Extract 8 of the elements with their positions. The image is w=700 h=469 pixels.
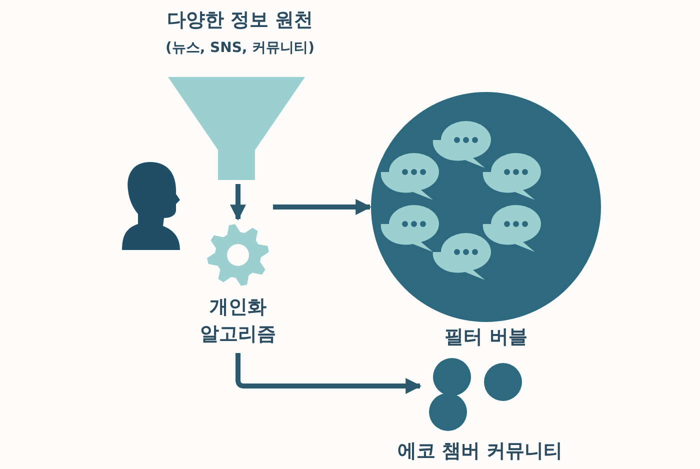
heading: 다양한 정보 원천	[166, 8, 314, 33]
arrow	[236, 353, 422, 394]
arrow	[230, 184, 246, 221]
subheading: (뉴스, SNS, 커뮤니티)	[164, 39, 316, 57]
label: 에코 챔버 커뮤니티	[396, 439, 564, 464]
arrow	[273, 199, 372, 215]
label: 필터 버블	[444, 325, 528, 350]
label: 개인화 알고리즘	[199, 295, 277, 347]
